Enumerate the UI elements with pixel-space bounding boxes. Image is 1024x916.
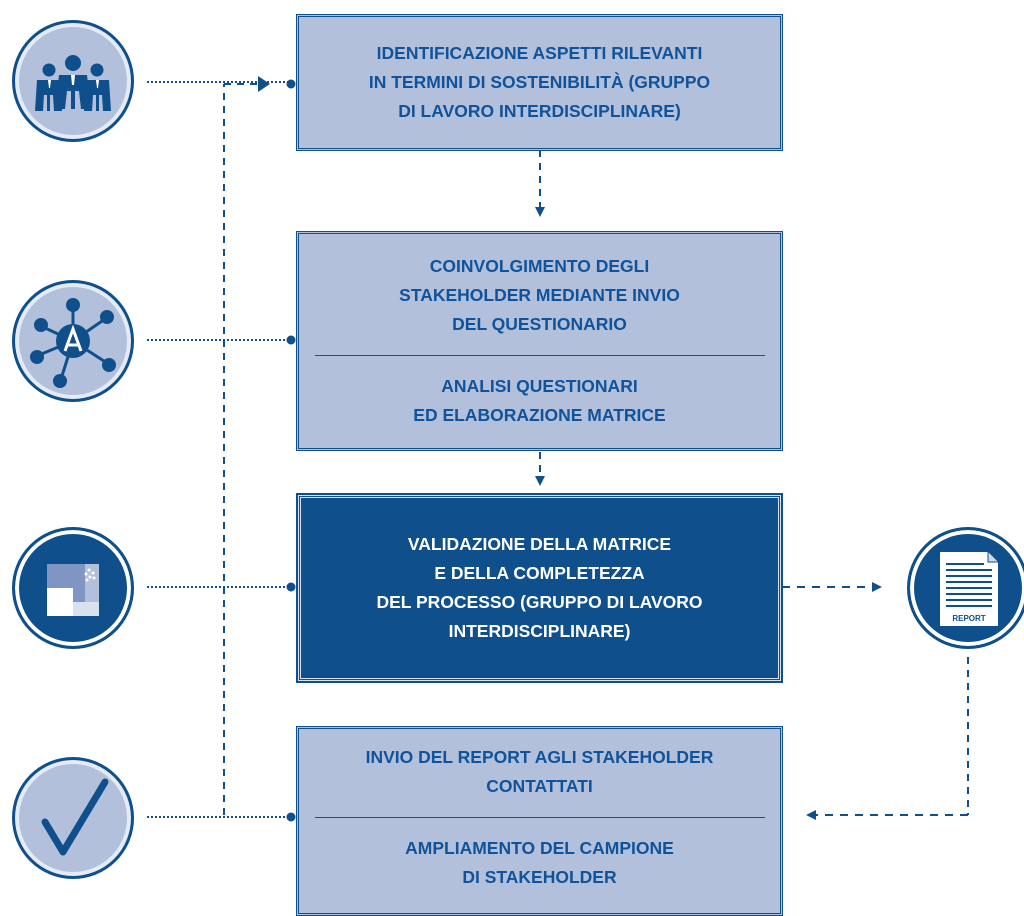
step2-part1-line2: STAKEHOLDER MEDIANTE INVIO bbox=[399, 285, 680, 305]
connector-dot-2 bbox=[286, 335, 296, 345]
step1-line3: DI LAVORO INTERDISCIPLINARE) bbox=[398, 101, 681, 121]
step3-line4: INTERDISCIPLINARE) bbox=[448, 621, 631, 641]
step1-line1: IDENTIFICAZIONE ASPETTI RILEVANTI bbox=[376, 43, 703, 63]
report-label: REPORT bbox=[952, 614, 985, 623]
step3-line3: DEL PROCESSO (GRUPPO DI LAVORO bbox=[376, 592, 703, 612]
step2-divider bbox=[314, 355, 765, 356]
step3-line1: VALIDAZIONE DELLA MATRICE bbox=[407, 534, 672, 554]
step4-part1-line1: INVIO DEL REPORT AGLI STAKEHOLDER bbox=[365, 747, 714, 767]
arrowhead-step1 bbox=[258, 76, 270, 92]
team-icon bbox=[12, 20, 134, 142]
step2-box: COINVOLGIMENTO DEGLI STAKEHOLDER MEDIANT… bbox=[296, 231, 783, 451]
step2-part2-line2: ED ELABORAZIONE MATRICE bbox=[413, 405, 666, 425]
step4-divider bbox=[314, 817, 765, 818]
step4-part2-line2: DI STAKEHOLDER bbox=[462, 867, 617, 887]
step4-part1-line2: CONTATTATI bbox=[486, 776, 593, 796]
step4-box: INVIO DEL REPORT AGLI STAKEHOLDER CONTAT… bbox=[296, 726, 783, 916]
connector-dot-3 bbox=[286, 582, 296, 592]
report-document-icon: REPORT bbox=[907, 527, 1024, 649]
step2-part1-line1: COINVOLGIMENTO DEGLI bbox=[429, 256, 650, 276]
connector-dot-1 bbox=[286, 79, 296, 89]
step1-line2: IN TERMINI DI SOSTENIBILITÀ (GRUPPO bbox=[368, 72, 711, 92]
step3-box: VALIDAZIONE DELLA MATRICE E DELLA COMPLE… bbox=[296, 493, 783, 683]
step3-line2: E DELLA COMPLETEZZA bbox=[434, 563, 645, 583]
checkmark-icon bbox=[12, 757, 134, 879]
step2-part2-line1: ANALISI QUESTIONARI bbox=[441, 376, 638, 396]
step1-box: IDENTIFICAZIONE ASPETTI RILEVANTI IN TER… bbox=[296, 14, 783, 151]
building-logo-icon bbox=[12, 527, 134, 649]
step4-part2-line1: AMPLIAMENTO DEL CAMPIONE bbox=[405, 838, 674, 858]
step2-part1-line3: DEL QUESTIONARIO bbox=[452, 314, 627, 334]
network-logo-icon bbox=[12, 280, 134, 402]
connector-dot-4 bbox=[286, 812, 296, 822]
